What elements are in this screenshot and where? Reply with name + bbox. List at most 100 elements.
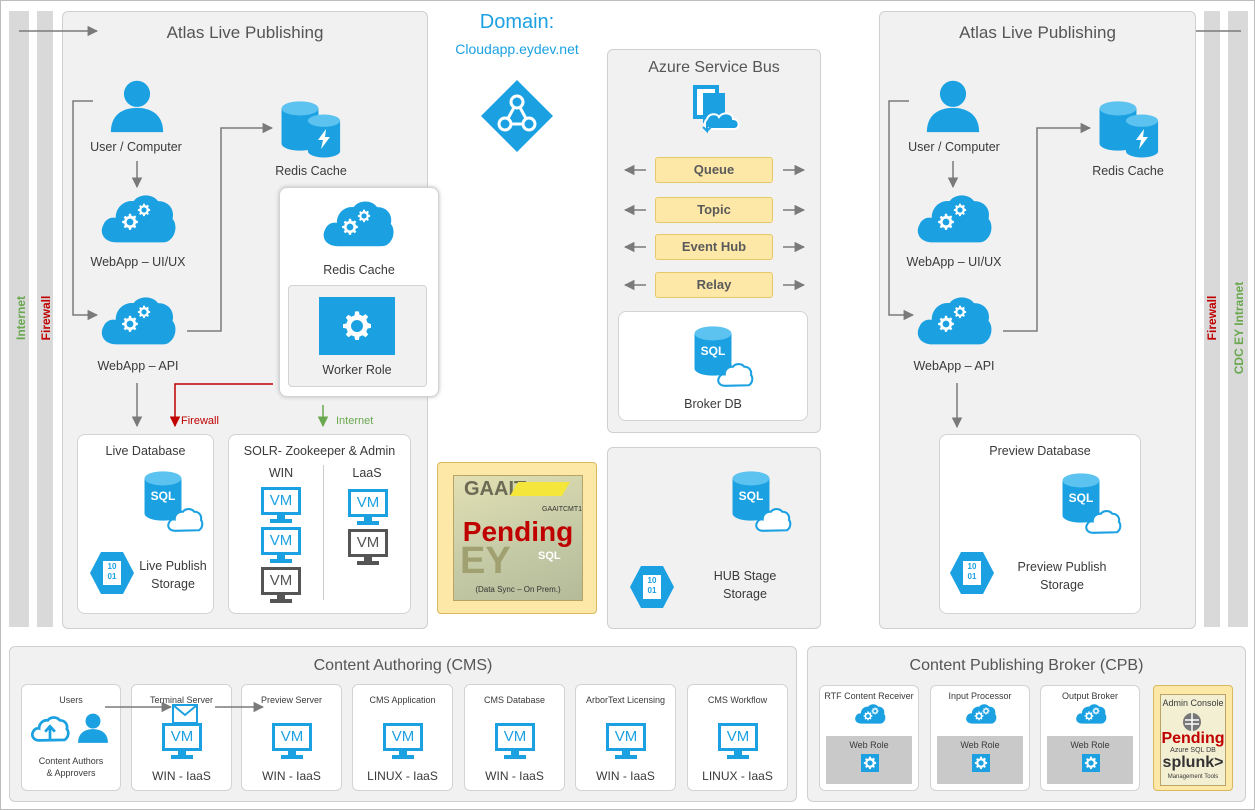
gaait-tag: GAAITCMT1 [542,506,583,513]
solr-title: SOLR- Zookeeper & Admin [243,444,396,458]
domain-host: Cloudapp.eydev.net [455,41,579,57]
solr-zookeeper-card: SOLR- Zookeeper & Admin [228,434,411,614]
ey-logo-text: EY [460,540,511,582]
hub-stage-line1: HUB Stage [713,569,777,583]
preview-publish-storage-icon: 10 01 [949,550,995,596]
web-role-cloud-icon [1075,702,1107,726]
azure-ad-icon [481,80,553,152]
cms-card-os: WIN - IaaS [485,769,544,783]
admin-sql-text: Azure SQL DB [1170,747,1216,754]
internet-arrow-label: Internet [336,415,374,427]
vm-icon-gray: VM [348,529,388,567]
live-database-title: Live Database [105,444,186,458]
preview-db-sql-icon: SQL [1059,471,1125,537]
worker-role-icon [319,297,395,355]
pending-sql-text: SQL [538,550,561,562]
live-database-sql-icon: SQL [141,469,207,535]
worker-role-label: Worker Role [322,363,392,377]
preview-storage-line1: Preview Publish [1017,560,1107,574]
cpb-title: Content Publishing Broker (CPB) [909,657,1144,674]
cms-card-title: CMS Database [483,695,546,705]
cms-users-title: Users [59,695,83,705]
cms-card-title: CMS Application [369,695,436,705]
cloud-upload-icon [31,716,70,742]
panel-title: Atlas Live Publishing [166,23,324,42]
cms-card-os: WIN - IaaS [596,769,655,783]
solr-win-label: WIN [268,466,294,480]
internet-zone-left [9,11,29,627]
intranet-zone-right [1228,11,1248,627]
domain-label: Domain: [479,11,555,33]
vm-icon: VM [261,487,301,525]
cms-users-caption2: & Approvers [46,768,96,778]
binary-text: 10 01 [107,562,117,581]
service-bus-topic: Topic [655,197,773,223]
live-publish-storage-line2: Storage [151,577,195,591]
web-role-block: Web Role [826,736,912,784]
web-role-cloud-icon [854,702,886,726]
admin-console-card: Admin Console Pending Azure SQL DB splun… [1153,685,1233,791]
pending-text: Pending [462,516,574,547]
solr-laas-label: LaaS [352,466,382,480]
admin-console-title: Admin Console [1162,698,1224,708]
web-role-block: Web Role [937,736,1023,784]
live-publish-storage-line1: Live Publish [139,559,207,573]
cms-card-os: LINUX - IaaS [702,769,773,783]
cms-card-os: LINUX - IaaS [367,769,438,783]
cms-card-os: WIN - IaaS [152,769,211,783]
cms-card-title: Preview Server [260,695,323,705]
firewall-arrow-label: Firewall [181,415,219,427]
azure-sql-globe-icon [1183,713,1201,731]
preview-database-title: Preview Database [989,444,1091,458]
vm-icon: VM [383,723,423,761]
service-bus-queue: Queue [655,157,773,183]
cms-card-os: WIN - IaaS [262,769,321,783]
user-computer-label: User / Computer [90,140,182,154]
cpb-card-title: Input Processor [948,691,1012,701]
pending-caption: (Data Sync – On Prem.) [475,585,561,594]
gaait-inner: GAAIT GAAITCMT1 Pending EY SQL (Data Syn… [453,475,583,601]
redis-cache-box-label: Redis Cache [323,263,395,277]
vm-icon: VM [495,723,535,761]
service-bus-title: Azure Service Bus [648,59,780,76]
vm-icon: VM [348,489,388,527]
redis-cache-icon [1096,99,1166,159]
vm-icon: VM [272,723,312,761]
cpb-card-title: RTF Content Receiver [824,691,914,701]
hub-stage-line2: Storage [723,587,767,601]
right-webapp-api-label: WebApp – API [913,359,995,373]
web-role-cloud-icon [965,702,997,726]
right-webapp-ui-label: WebApp – UI/UX [906,255,1002,269]
splunk-text: splunk> [1162,754,1224,771]
mail-icon [172,704,198,724]
hub-stage-sql-icon: SQL [729,469,795,535]
web-role-gear-icon [1082,754,1100,772]
management-tools-text: Management Tools [1167,774,1219,780]
web-role-gear-icon [972,754,990,772]
vm-icon: VM [718,723,758,761]
admin-pending-text: Pending [1161,730,1225,747]
live-publish-storage-icon: 10 01 [89,550,135,596]
service-bus-event-hub: Event Hub [655,234,773,260]
broker-db-label: Broker DB [684,397,742,411]
webapp-api-label: WebApp – API [97,359,179,373]
web-role-block: Web Role [1047,736,1133,784]
vm-icon: VM [261,527,301,565]
right-redis-label: Redis Cache [1092,164,1164,178]
cms-title: Content Authoring (CMS) [313,657,493,674]
service-bus-icon [693,85,740,134]
webapp-ui-label: WebApp – UI/UX [90,255,186,269]
hub-stage-storage-icon: 10 01 [629,564,675,610]
cpb-card-title: Output Broker [1061,691,1119,701]
